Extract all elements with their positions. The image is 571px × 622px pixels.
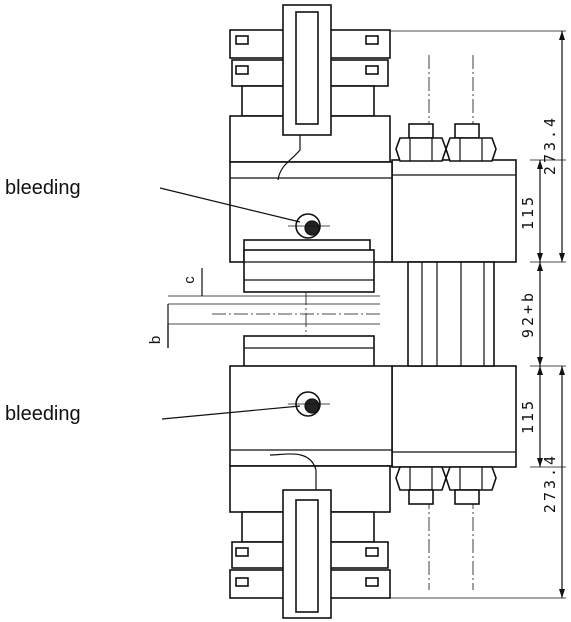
leader-bleeding-bottom <box>161 405 301 420</box>
bleed-port-top <box>288 213 330 239</box>
label-bleeding-top: bleeding <box>5 177 81 199</box>
dim-bottom-block: 115 <box>519 398 537 434</box>
disc-gap-lines <box>167 268 380 348</box>
bridge-body <box>391 159 517 468</box>
dim-bottom-overall: 273.4 <box>541 453 559 513</box>
lower-caliper <box>229 335 393 619</box>
label-b: b <box>147 336 164 344</box>
label-c: c <box>181 276 198 284</box>
dimension-lines <box>372 30 566 599</box>
bleed-port-bottom <box>288 391 330 417</box>
dim-top-overall: 273.4 <box>541 115 559 175</box>
bolts-bottom <box>395 466 497 505</box>
dim-top-block: 115 <box>519 194 537 230</box>
leader-bleeding-top <box>159 187 301 223</box>
label-bleeding-bottom: bleeding <box>5 403 81 425</box>
bolts-top <box>395 123 497 162</box>
upper-caliper <box>229 4 393 293</box>
dim-gap: 92+b <box>519 290 537 338</box>
